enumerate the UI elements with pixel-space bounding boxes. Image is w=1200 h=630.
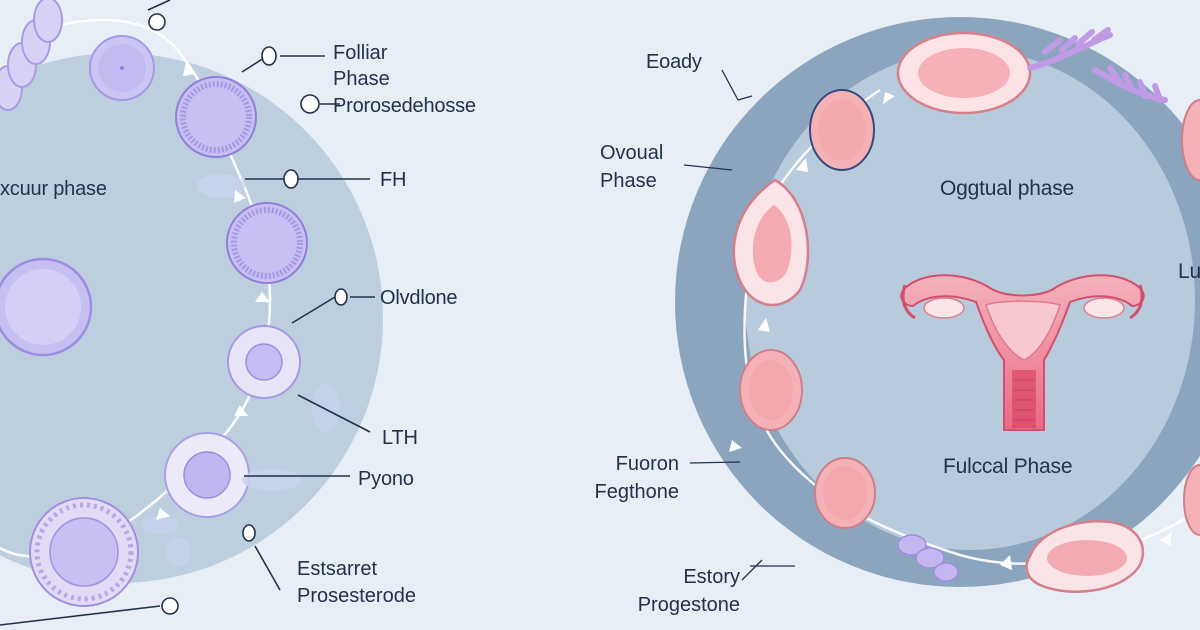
blob-decoration <box>142 516 178 534</box>
follicular-label-line1: Folliar <box>333 42 388 64</box>
leader-dots-left <box>148 13 348 615</box>
blob-decoration <box>197 174 245 198</box>
uterus-icon <box>900 274 1145 431</box>
oggtual-phase-label: Oggtual phase <box>940 177 1075 200</box>
pink-cell-top <box>896 31 1032 115</box>
left-cycle-panel <box>0 0 383 626</box>
pink-follicle-leaf <box>732 178 810 307</box>
fh-label: FH <box>380 169 407 191</box>
ovoual-label-line2: Phase <box>600 170 657 192</box>
lth-label: LTH <box>382 427 418 449</box>
pink-cell-bottom <box>1025 520 1145 593</box>
follicular-phase-label: Folliar Phase <box>333 40 390 92</box>
fuoron-label-line2: Fegthone <box>594 481 679 503</box>
cycle-arrows-right <box>729 92 1172 570</box>
pink-cell-edge <box>1181 99 1200 181</box>
luteal-phase-cut-label: Lu <box>1178 260 1200 283</box>
follicle-textured-1 <box>175 76 257 158</box>
eoady-label: Eoady <box>646 51 702 73</box>
tube-coil-icon <box>0 0 63 111</box>
fuoron-label-line1: Fuoron <box>615 453 679 475</box>
estory-label-line2: Progestone <box>637 594 740 616</box>
tube-fimbria-icon <box>1027 27 1168 103</box>
leader-lines-right <box>683 69 795 581</box>
olvdlone-label: Olvdlone <box>380 287 458 309</box>
prorosedehosse-label: Prorosedehosse <box>333 95 476 117</box>
pink-cell-edge <box>1183 464 1200 536</box>
estsarret-label-line1: Estsarret <box>297 558 378 580</box>
follicle-textured-2 <box>226 202 308 284</box>
follicular-label-line2: Phase <box>333 68 390 90</box>
ovulating-cell <box>227 325 301 399</box>
right-cycle-panel <box>675 17 1200 593</box>
blob-decoration <box>166 538 190 566</box>
blob-decoration <box>242 469 302 491</box>
estory-label: Estory Progestone <box>604 563 740 619</box>
ovoual-phase-label: Ovoual Phase <box>600 139 663 195</box>
fuoron-label: Fuoron Fegthone <box>574 450 679 506</box>
estsarret-label: Estsarret Prosesterode <box>297 556 416 610</box>
corpus-cell <box>164 432 250 518</box>
estory-label-line1: Estory <box>683 566 740 588</box>
estsarret-label-line2: Prosesterode <box>297 585 416 607</box>
purple-coil-icon <box>897 534 959 582</box>
follicle-textured-3 <box>29 497 139 607</box>
large-cell-left <box>0 257 93 357</box>
cycle-arrows-left <box>156 62 270 520</box>
follicular-phase-left-label: xcuur phase <box>0 178 107 200</box>
blob-decoration <box>312 384 340 432</box>
leader-lines-left <box>0 0 375 626</box>
pyono-label: Pyono <box>358 468 414 490</box>
fulccal-phase-label: Fulccal Phase <box>943 455 1073 478</box>
ovoual-label-line1: Ovoual <box>600 142 664 164</box>
